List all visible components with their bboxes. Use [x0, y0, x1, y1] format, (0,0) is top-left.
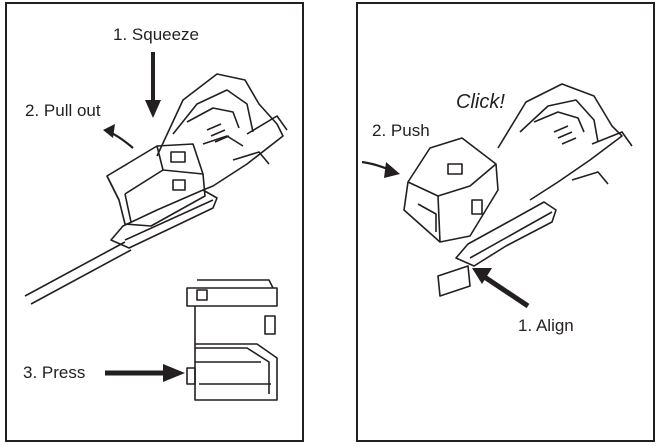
push-arrow [361, 160, 400, 178]
push-label: 2. Push [372, 121, 430, 140]
press-arrow [105, 364, 185, 382]
battery-pack-removing [106, 143, 206, 227]
right-instruction-panel: Click! 2. Push 1. Align [356, 2, 655, 442]
pull-out-arrow [103, 124, 134, 149]
pull-out-label: 2. Pull out [25, 101, 101, 120]
motor-head [156, 73, 288, 191]
squeeze-arrow [145, 52, 161, 118]
pack-mount [110, 189, 218, 249]
squeeze-label: 1. Squeeze [113, 25, 200, 44]
align-arrow [472, 268, 530, 309]
trimmer-shaft [24, 241, 132, 305]
remove-pack-illustration [24, 52, 288, 401]
click-label: Click! [456, 91, 505, 113]
align-label: 1. Align [518, 316, 574, 335]
left-instruction-panel: 1. Squeeze 2. Pull out 3. Press [5, 2, 304, 442]
install-pack-illustration [361, 83, 633, 309]
battery-pack-inserting [403, 137, 499, 243]
battery-pack-separate [186, 279, 278, 401]
press-label: 3. Press [23, 363, 86, 382]
motor-head [497, 83, 633, 201]
pack-mount [437, 201, 557, 297]
